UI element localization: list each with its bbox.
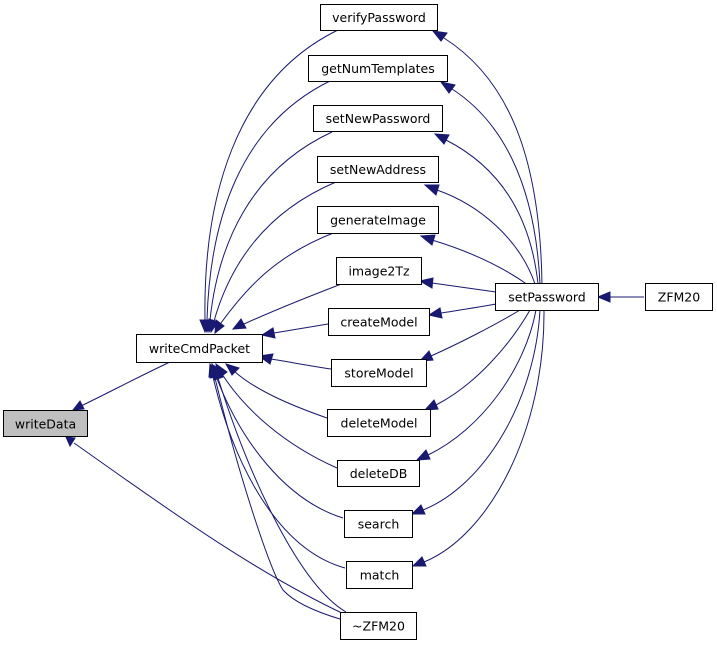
node-verifypassword[interactable]: verifyPassword [320,4,438,31]
node-match[interactable]: match [346,561,413,589]
node-writedata-label: writeData [15,417,76,432]
node-image2tz[interactable]: image2Tz [336,257,422,285]
edge-generateimage-to-writecmdpacket [214,231,337,335]
call-graph-edges [65,29,644,620]
call-graph-nodes: writeData writeCmdPacket verifyPassword … [3,4,713,640]
node-deletedb-label: deleteDB [350,466,408,481]
edge-setpassword-to-setnewpassword [433,133,539,285]
node-getnumtemplates-label: getNumTemplates [321,61,435,76]
edge-storemodel-to-writecmdpacket [257,353,332,370]
node-verifypassword-label: verifyPassword [332,10,426,25]
edge-createmodel-to-writecmdpacket [260,323,329,339]
edge-deletemodel-to-writecmdpacket [224,363,328,419]
edge-destructor-to-writecmdpacket-alt [213,364,347,613]
node-storemodel-label: storeModel [344,366,413,381]
node-setnewpassword-label: setNewPassword [326,111,431,126]
node-writecmdpacket-label: writeCmdPacket [149,341,250,356]
edge-setnewpassword-to-writecmdpacket [204,131,333,334]
node-storemodel[interactable]: storeModel [331,359,427,387]
node-writedata[interactable]: writeData [3,410,88,437]
edge-setpassword-to-deletemodel [423,309,531,411]
node-zfm20-label: ZFM20 [658,290,700,305]
node-image2tz-label: image2Tz [348,264,410,279]
edge-image2tz-to-writecmdpacket [231,282,345,330]
node-match-label: match [360,568,400,583]
edge-setpassword-to-image2tz [418,277,497,293]
node-search[interactable]: search [344,510,413,538]
edge-setpassword-to-storemodel [418,309,521,362]
node-deletedb[interactable]: deleteDB [337,460,420,487]
node-setpassword[interactable]: setPassword [495,283,599,311]
edge-setpassword-to-verifypassword [431,30,543,285]
node-setnewaddress[interactable]: setNewAddress [317,156,439,183]
edge-destructor-to-writedata [65,436,347,616]
node-setnewaddress-label: setNewAddress [330,162,426,177]
node-generateimage-label: generateImage [330,213,426,228]
node-deletemodel[interactable]: deleteModel [327,409,431,437]
node-writecmdpacket[interactable]: writeCmdPacket [136,334,263,363]
node-destructor-zfm20-label: ~ZFM20 [352,619,405,634]
edge-setpassword-to-generateimage [419,234,529,286]
edge-setpassword-to-getnumtemplates [439,81,541,285]
node-createmodel[interactable]: createModel [328,308,430,336]
edge-zfm20-to-setpassword [596,291,644,303]
edge-setpassword-to-search [410,309,541,515]
edge-destructor-to-writecmdpacket [209,362,341,620]
node-getnumtemplates[interactable]: getNumTemplates [308,55,448,82]
edge-match-to-writecmdpacket [208,362,346,569]
node-destructor-zfm20[interactable]: ~ZFM20 [340,612,417,640]
edge-setpassword-to-createmodel [427,303,497,319]
edge-setpassword-to-match [411,309,545,567]
edge-setpassword-to-setnewaddress [423,184,536,285]
edge-setnewaddress-to-writecmdpacket [208,181,337,334]
node-search-label: search [358,517,400,532]
node-deletemodel-label: deleteModel [341,416,418,431]
edge-writecmdpacket-to-writedata [71,361,171,411]
edge-setpassword-to-deletedb [415,309,537,461]
node-generateimage[interactable]: generateImage [317,206,439,234]
node-createmodel-label: createModel [340,315,417,330]
node-zfm20[interactable]: ZFM20 [645,283,713,311]
node-setnewpassword[interactable]: setNewPassword [313,105,443,132]
edge-getnumtemplates-to-writecmdpacket [201,80,331,334]
node-setpassword-label: setPassword [508,290,586,305]
